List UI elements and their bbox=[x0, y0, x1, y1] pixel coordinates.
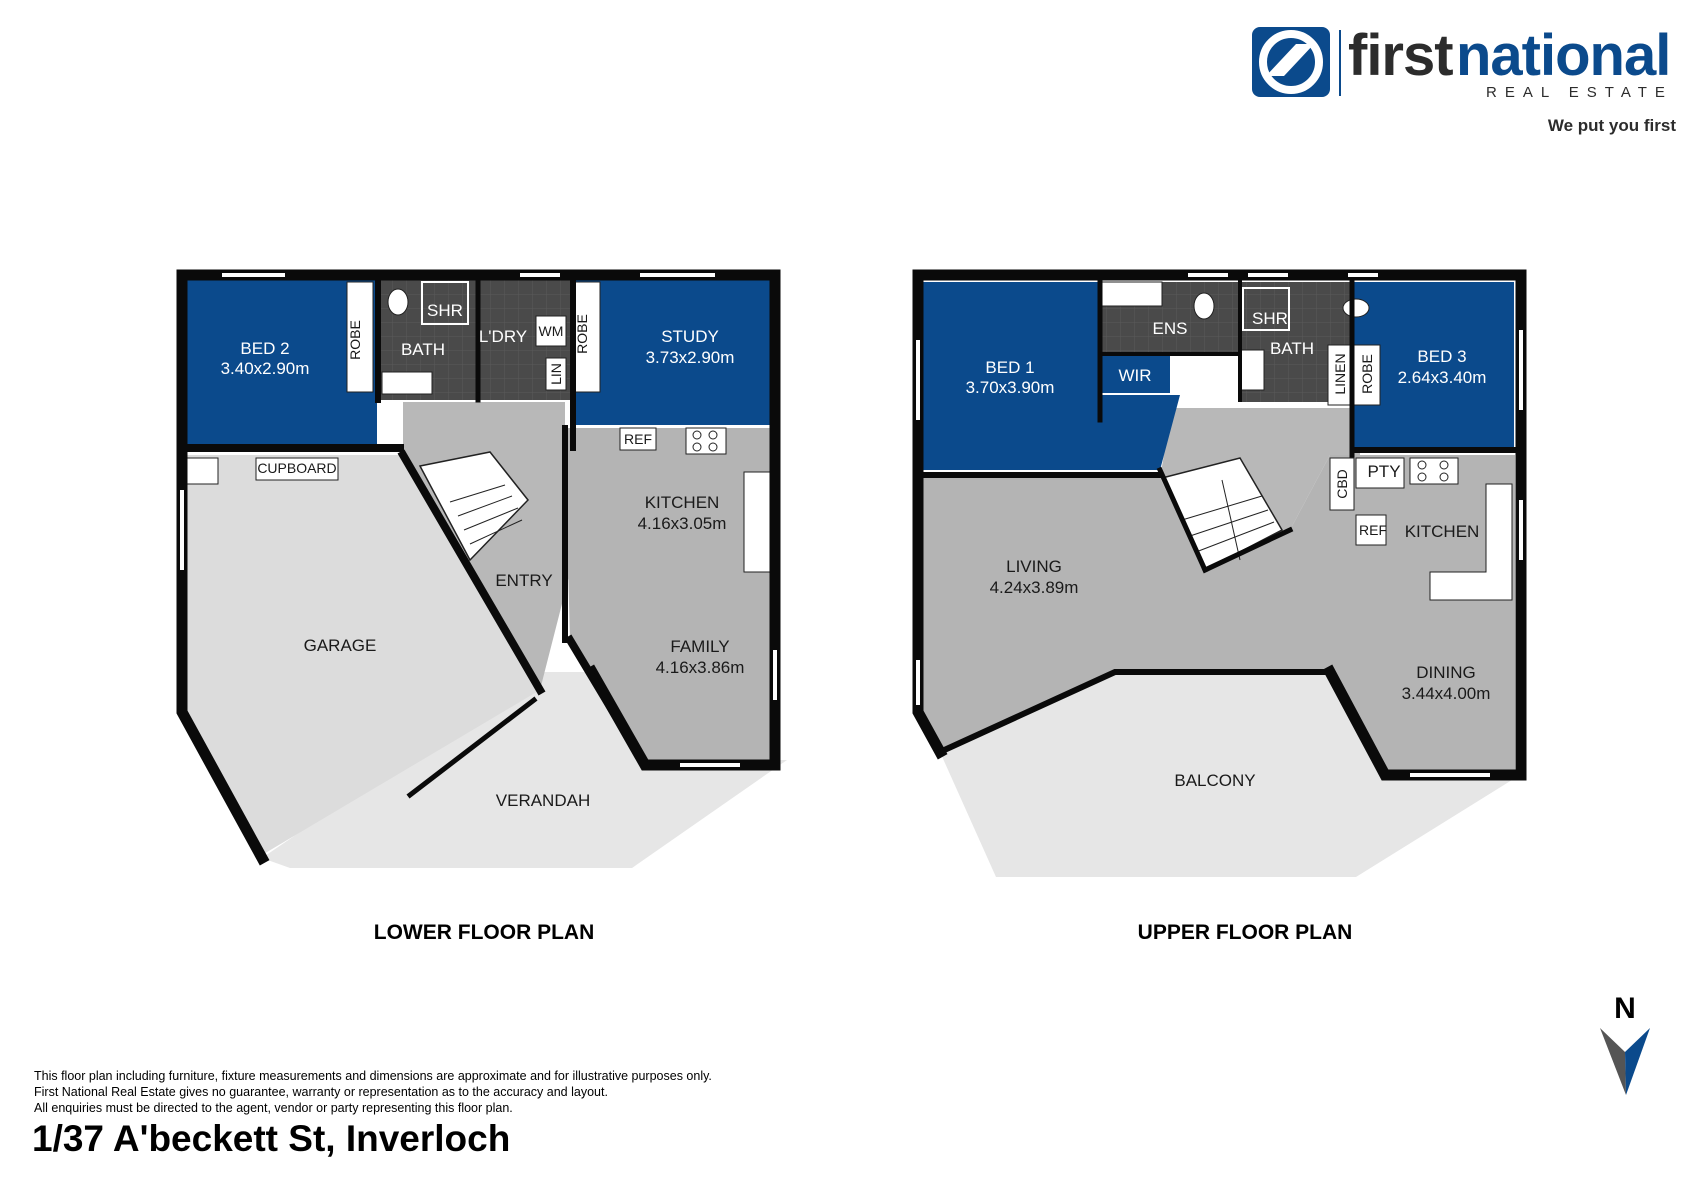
study-label: STUDY bbox=[661, 327, 719, 346]
upper-floor-plan: BED 1 3.70x3.90m ENS WIR SHR SHR BATH LI… bbox=[912, 269, 1527, 944]
wm-label: WM bbox=[539, 323, 564, 339]
cbd-label: CBD bbox=[1334, 469, 1350, 499]
shr-bath-label: SHR bbox=[1252, 309, 1288, 328]
bath-label: BATH bbox=[401, 340, 445, 359]
robe-right-label: ROBE bbox=[574, 314, 590, 354]
bed2-area bbox=[182, 275, 377, 445]
robe-left-label: ROBE bbox=[347, 320, 363, 360]
verandah-label: VERANDAH bbox=[496, 791, 590, 810]
entry-label: ENTRY bbox=[495, 571, 552, 590]
garage-area bbox=[182, 455, 540, 855]
disclaimer-line-1: This floor plan including furniture, fix… bbox=[34, 1069, 712, 1083]
bed2-size: 3.40x2.90m bbox=[221, 359, 310, 378]
north-label: N bbox=[1614, 992, 1636, 1025]
north-arrow-icon bbox=[1600, 1028, 1650, 1095]
wir-area bbox=[1100, 355, 1170, 393]
balcony-area bbox=[940, 672, 1520, 877]
lower-walls bbox=[176, 269, 781, 866]
bed3-size: 2.64x3.40m bbox=[1398, 368, 1487, 387]
cupboard-label: CUPBOARD bbox=[257, 460, 336, 476]
ens-label: ENS bbox=[1153, 319, 1188, 338]
laundry-label: L'DRY bbox=[479, 327, 527, 346]
kitchen-family-area bbox=[565, 428, 775, 765]
upper-ref-label: REF bbox=[1359, 522, 1387, 538]
verandah-area bbox=[262, 672, 787, 868]
study-size: 3.73x2.90m bbox=[646, 348, 735, 367]
bed3-area bbox=[1354, 282, 1514, 450]
family-size: 4.16x3.86m bbox=[656, 658, 745, 677]
upper-robe-label: ROBE bbox=[1359, 354, 1375, 394]
lin-label: LIN bbox=[548, 363, 564, 385]
disclaimer-line-3: All enquiries must be directed to the ag… bbox=[34, 1101, 513, 1115]
lower-floor-title: LOWER FLOOR PLAN bbox=[374, 921, 594, 944]
upper-kitchen-label: KITCHEN bbox=[1405, 522, 1480, 541]
lower-floor-plan: BED 2 3.40x2.90m ROBE BATH SHR L'DRY WM … bbox=[176, 269, 787, 944]
brand-tagline: We put you first bbox=[1548, 116, 1676, 135]
balcony-label: BALCONY bbox=[1174, 771, 1255, 790]
logo-emblem-icon bbox=[1252, 27, 1330, 97]
living-size: 4.24x3.89m bbox=[990, 578, 1079, 597]
property-address: 1/37 A'beckett St, Inverloch bbox=[32, 1118, 511, 1159]
shr-label: SHR bbox=[427, 301, 463, 320]
north-arrow: N bbox=[1600, 992, 1650, 1095]
lower-kitchen-label: KITCHEN bbox=[645, 493, 720, 512]
study-area bbox=[574, 275, 776, 425]
bed1-area bbox=[918, 282, 1180, 470]
upper-bath-label: BATH bbox=[1270, 339, 1314, 358]
shr-ens-label: SHR bbox=[1198, 365, 1234, 384]
lower-ref-label: REF bbox=[624, 431, 652, 447]
lower-stairs-icon bbox=[418, 451, 529, 562]
bed2-label: BED 2 bbox=[240, 339, 289, 358]
dining-label: DINING bbox=[1416, 663, 1476, 682]
bed3-label: BED 3 bbox=[1417, 347, 1466, 366]
linen-label: LINEN bbox=[1332, 353, 1348, 394]
brand-logo: first national REAL ESTATE We put you fi… bbox=[1252, 23, 1676, 135]
family-label: FAMILY bbox=[670, 637, 729, 656]
disclaimer: This floor plan including furniture, fix… bbox=[34, 1068, 712, 1116]
upper-walls bbox=[912, 269, 1527, 781]
upper-floor-title: UPPER FLOOR PLAN bbox=[1138, 921, 1353, 944]
pty-label: PTY bbox=[1367, 462, 1400, 481]
wir-label: WIR bbox=[1118, 366, 1151, 385]
bed1-label: BED 1 bbox=[985, 358, 1034, 377]
disclaimer-line-2: First National Real Estate gives no guar… bbox=[34, 1085, 608, 1099]
bed1-size: 3.70x3.90m bbox=[966, 378, 1055, 397]
brand-name-first: first bbox=[1348, 23, 1453, 88]
lower-kitchen-size: 4.16x3.05m bbox=[638, 514, 727, 533]
garage-label: GARAGE bbox=[304, 636, 377, 655]
living-label: LIVING bbox=[1006, 557, 1062, 576]
brand-name-national: national bbox=[1456, 23, 1670, 88]
dining-size: 3.44x4.00m bbox=[1402, 684, 1491, 703]
brand-subtitle: REAL ESTATE bbox=[1486, 84, 1673, 101]
